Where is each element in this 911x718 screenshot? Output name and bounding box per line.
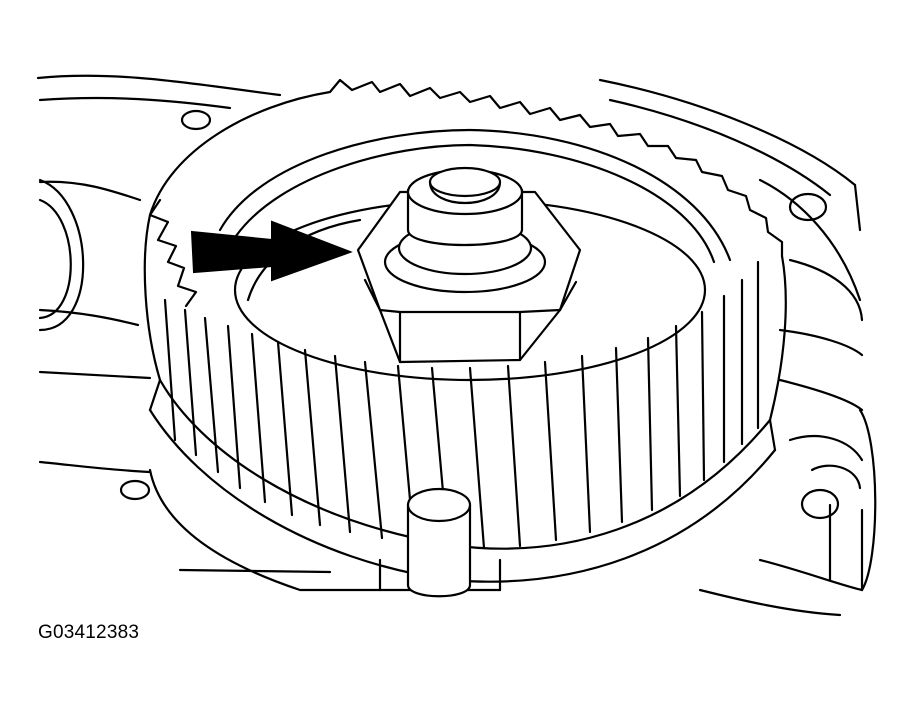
housing-outline xyxy=(36,74,877,617)
gear-teeth xyxy=(143,78,787,422)
side-dowel xyxy=(828,503,864,592)
figure-code: G03412383 xyxy=(38,622,140,643)
shaft-end xyxy=(383,166,547,294)
dowel-pin xyxy=(378,487,502,598)
right-arrow-icon xyxy=(190,220,353,282)
housing-holes xyxy=(119,109,862,520)
